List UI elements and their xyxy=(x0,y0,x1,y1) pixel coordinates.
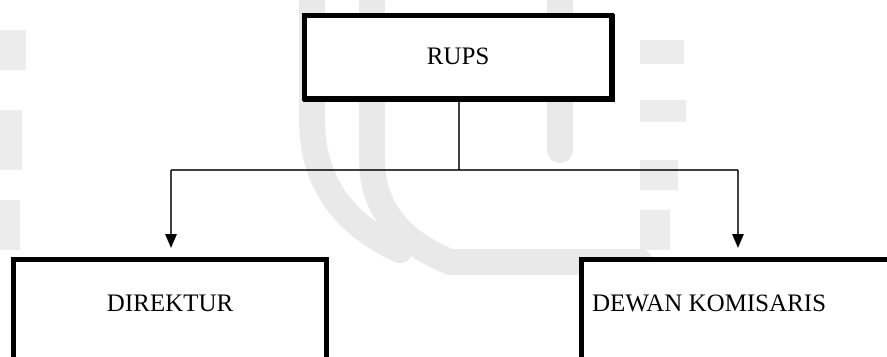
node-rups-label: RUPS xyxy=(426,43,490,70)
node-direktur-label: DIREKTUR xyxy=(106,290,234,317)
arrowhead-direktur xyxy=(165,234,177,248)
node-dewan-komisaris: DEWAN KOMISARIS xyxy=(579,257,887,357)
node-rups: RUPS xyxy=(302,13,614,101)
node-direktur: DIREKTUR xyxy=(11,257,329,357)
node-dewan-komisaris-label: DEWAN KOMISARIS xyxy=(592,290,827,317)
arrowhead-dewan-komisaris xyxy=(732,234,744,248)
